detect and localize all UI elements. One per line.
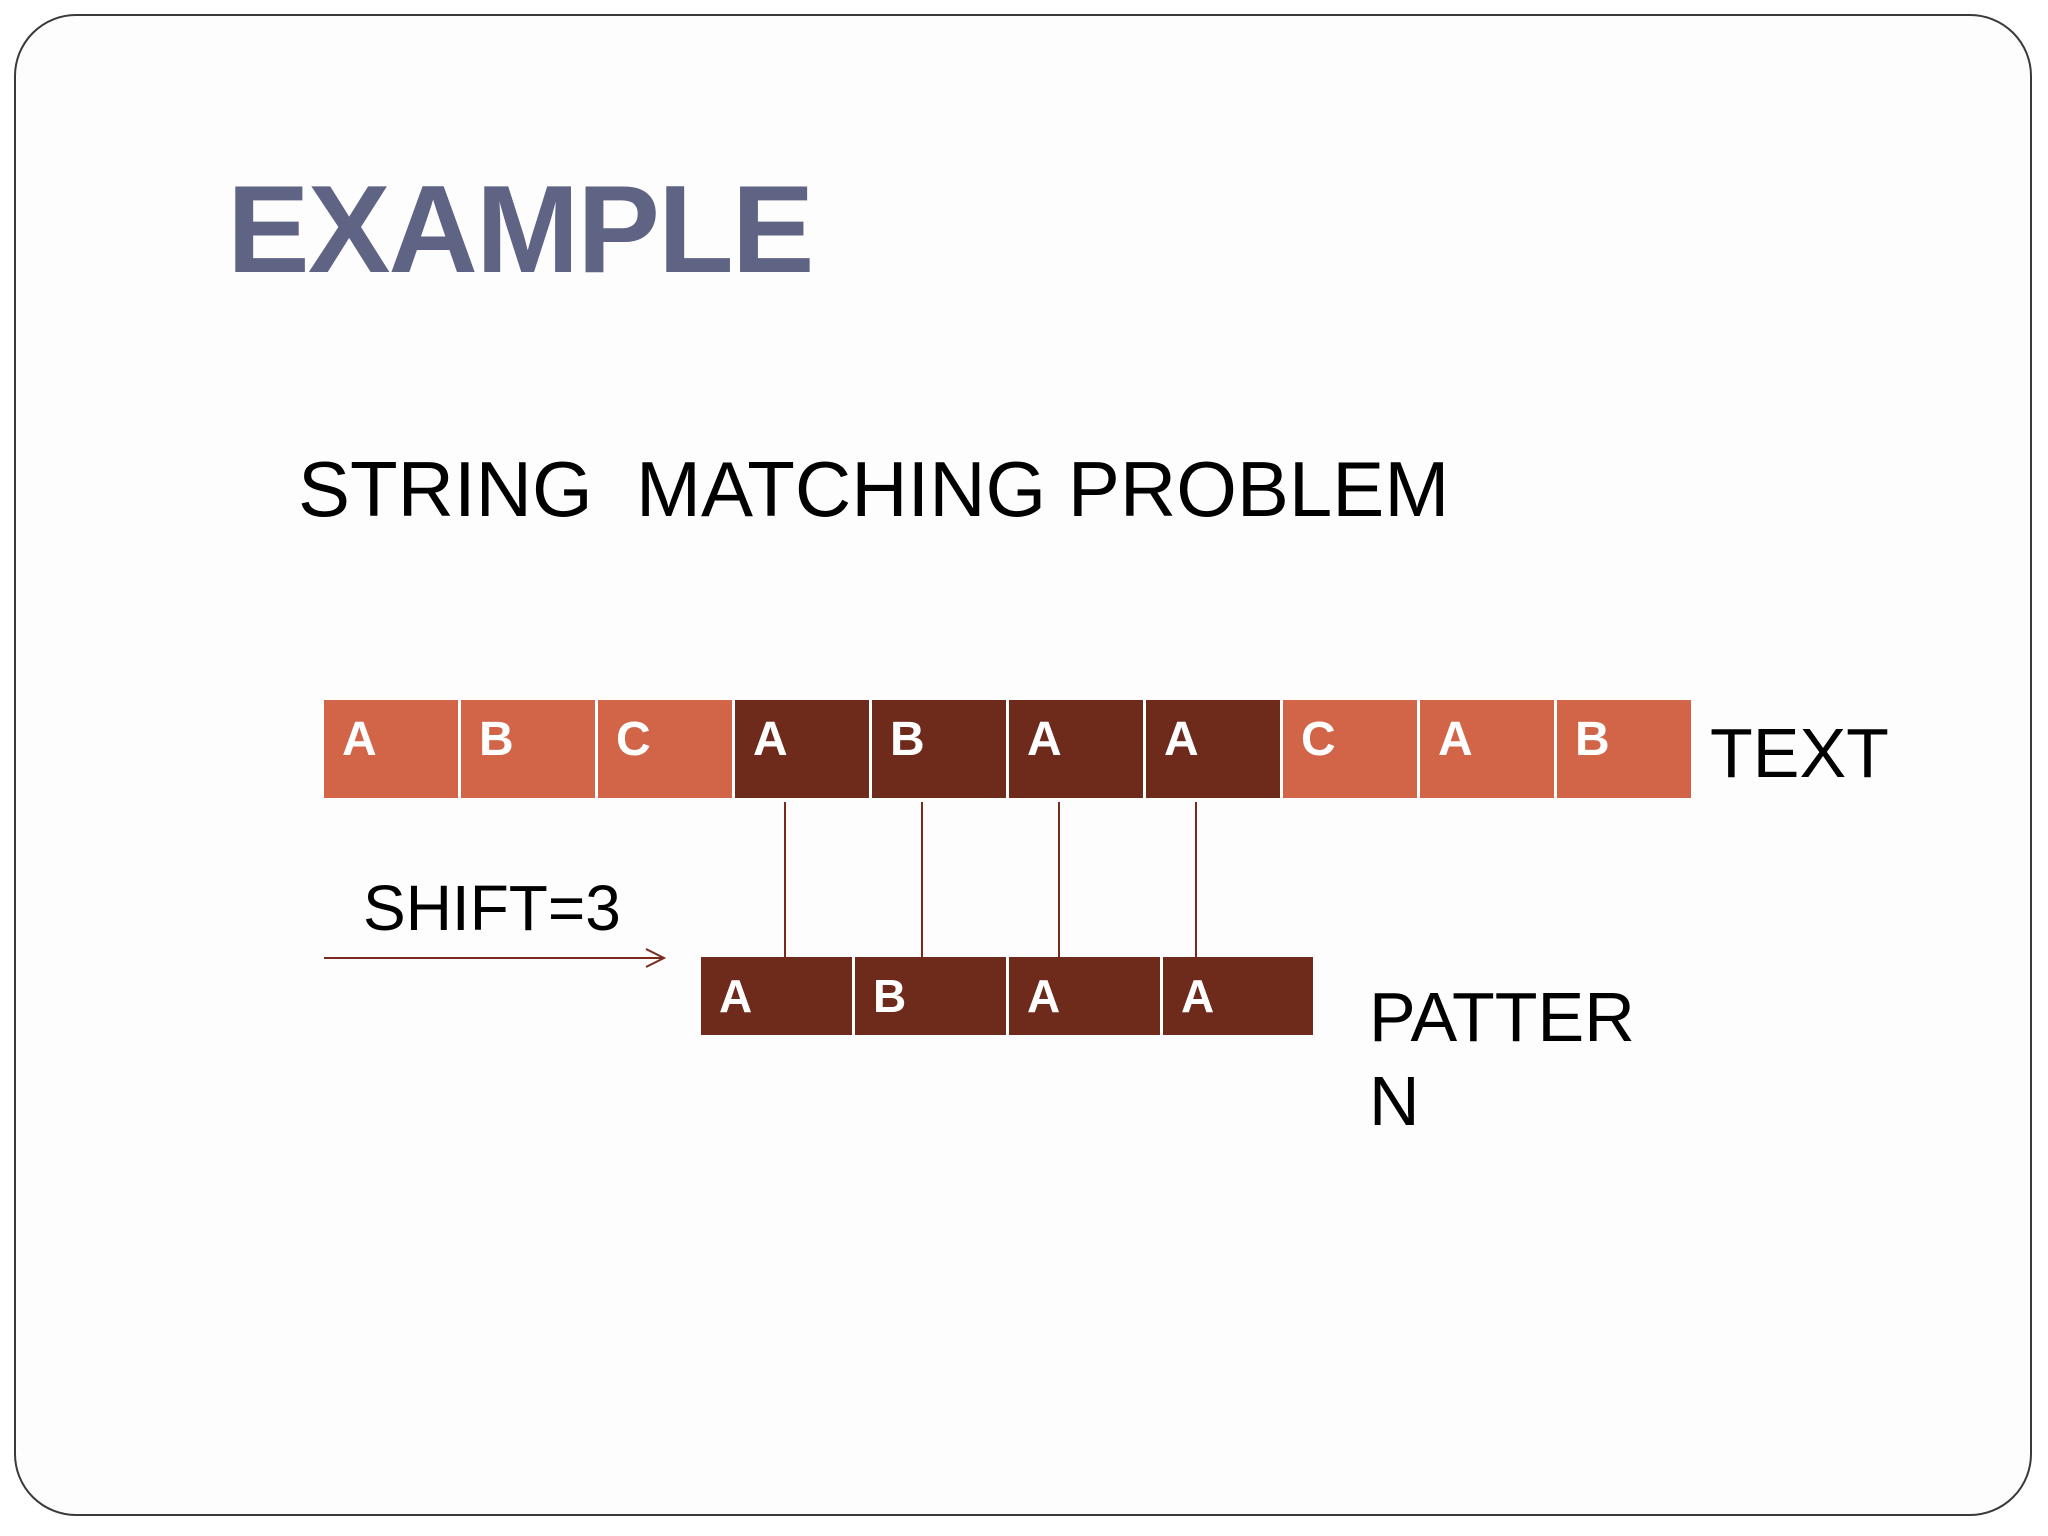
text-cell: A <box>1009 700 1146 798</box>
text-cell: A <box>1420 700 1557 798</box>
text-cell: A <box>324 700 461 798</box>
text-cell: C <box>598 700 735 798</box>
pattern-cell: A <box>1163 957 1313 1035</box>
text-cell: A <box>735 700 872 798</box>
slide-title: EXAMPLE <box>227 161 814 299</box>
text-label: TEXT <box>1710 714 1889 792</box>
text-cell: B <box>1557 700 1691 798</box>
pattern-cell: A <box>701 957 855 1035</box>
text-cell: B <box>872 700 1009 798</box>
shift-label: SHIFT=3 <box>363 872 621 944</box>
pattern-cell: B <box>855 957 1009 1035</box>
text-string: A B C A B A A C A B <box>324 700 1691 798</box>
slide-subtitle: STRING MATCHING PROBLEM <box>298 445 1450 533</box>
pattern-cell: A <box>1009 957 1163 1035</box>
text-cell: B <box>461 700 598 798</box>
pattern-label: PATTERN <box>1369 978 1635 1140</box>
pattern-string: A B A A <box>701 957 1313 1035</box>
text-cell: A <box>1146 700 1283 798</box>
text-cell: C <box>1283 700 1420 798</box>
